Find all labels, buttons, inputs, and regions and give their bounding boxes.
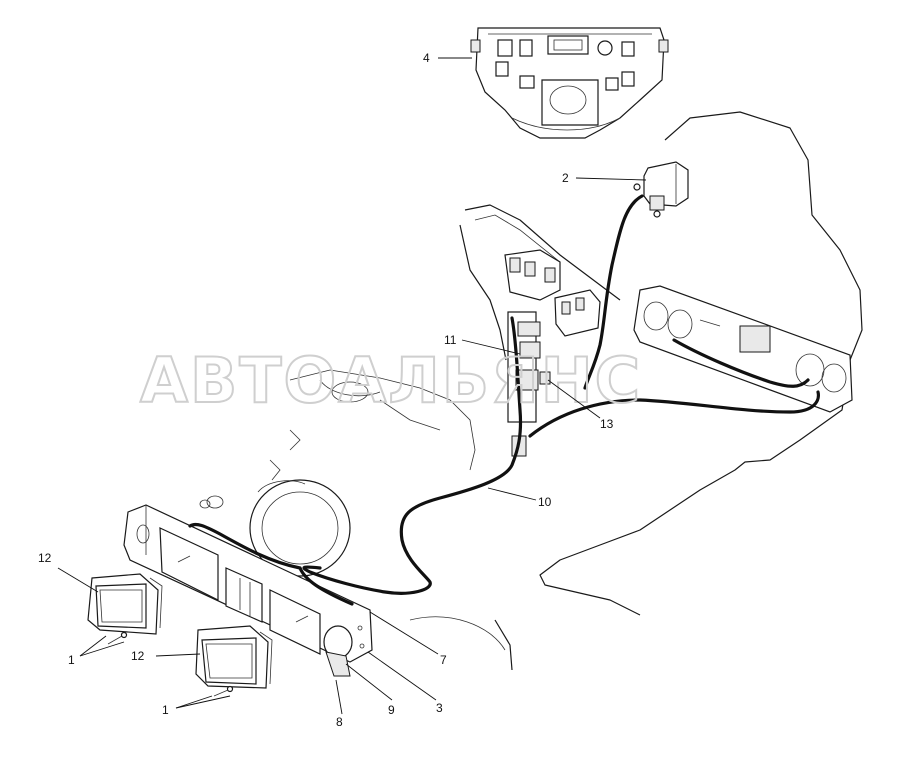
- headlamp-right: [195, 625, 273, 689]
- mounting-screws: [107, 555, 309, 697]
- callout-12-left: 12: [38, 551, 52, 565]
- front-bumper: [123, 504, 373, 677]
- callout-1-right: 1: [162, 703, 169, 717]
- callout-8: 8: [336, 715, 343, 729]
- relay-panel: [459, 204, 621, 361]
- side-marker-lamp: [633, 161, 689, 218]
- callout-3: 3: [436, 701, 443, 715]
- callout-12-right: 12: [131, 649, 145, 663]
- callout-13: 13: [600, 417, 614, 431]
- wiring-harness: [188, 194, 820, 606]
- watermark-text: АВТОАЛЬЯНС: [140, 344, 642, 417]
- leader-lines: [57, 57, 647, 715]
- callout-1-left: 1: [68, 653, 75, 667]
- callout-labels: 4 2 11 13 10 12 12 1 1 7 3 9 8: [38, 51, 614, 729]
- cab-body-outline: [409, 111, 863, 671]
- callout-11: 11: [444, 333, 457, 347]
- callout-9: 9: [388, 703, 395, 717]
- headlamp-left: [87, 573, 163, 635]
- callout-10: 10: [538, 495, 552, 509]
- instrument-panel: [470, 27, 669, 139]
- engine-outline: [199, 369, 476, 577]
- callout-4: 4: [423, 51, 430, 65]
- callout-2: 2: [562, 171, 569, 185]
- callout-7: 7: [440, 653, 447, 667]
- rear-lamp-panel: [633, 285, 853, 413]
